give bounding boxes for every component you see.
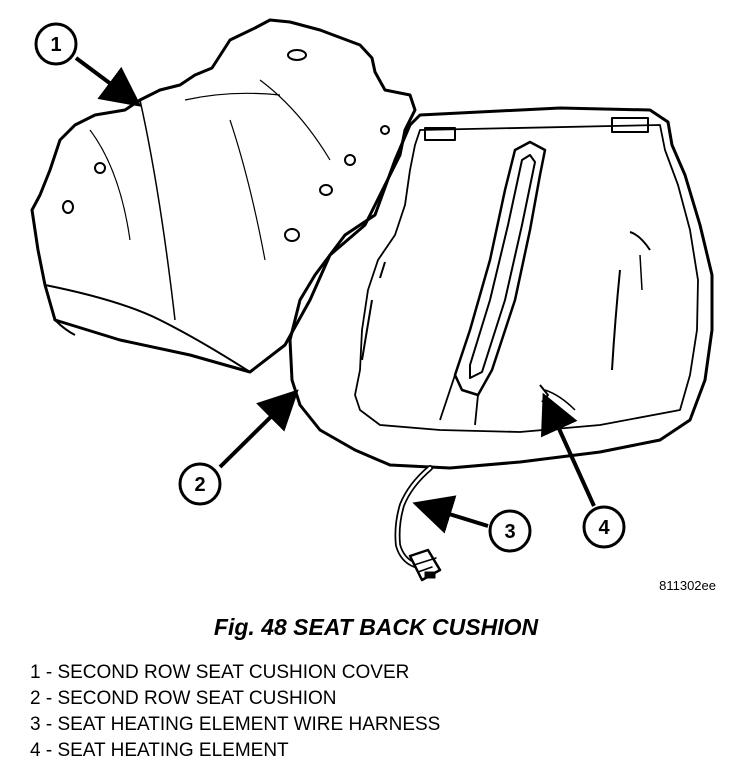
legend-list: 1 - SECOND ROW SEAT CUSHION COVER 2 - SE…: [30, 660, 440, 764]
legend-item: 1 - SECOND ROW SEAT CUSHION COVER: [30, 662, 410, 683]
legend-item: 3 - SEAT HEATING ELEMENT WIRE HARNESS: [30, 714, 441, 735]
wire-harness-drawing: [394, 465, 442, 582]
legend-item: 2 - SECOND ROW SEAT CUSHION: [30, 688, 337, 709]
figure-caption: Fig. 48 SEAT BACK CUSHION: [213, 614, 539, 640]
callout-4: 4: [582, 505, 626, 549]
callout-4-number: 4: [598, 517, 610, 539]
callout-2-number: 2: [194, 474, 205, 496]
seat-cushion-illustration: 1 2 3 4: [30, 18, 714, 582]
callout-arrow-1: [74, 56, 142, 107]
drawing-code: 811302ee: [659, 578, 716, 593]
callout-3: 3: [488, 509, 532, 553]
legend-item: 4 - SEAT HEATING ELEMENT: [30, 740, 289, 761]
seat-heating-element-drawing: [439, 140, 576, 426]
callout-arrows: [74, 56, 596, 534]
seat-cushion-drawing: [288, 106, 714, 470]
callout-1-number: 1: [50, 34, 61, 56]
callout-3-number: 3: [504, 521, 515, 543]
callout-2: 2: [178, 462, 222, 506]
seat-cushion-cover-drawing: [30, 18, 417, 374]
callout-arrow-2: [218, 389, 299, 469]
callout-arrow-3: [412, 495, 489, 534]
callout-1: 1: [34, 22, 78, 66]
callout-arrow-4: [540, 392, 596, 507]
